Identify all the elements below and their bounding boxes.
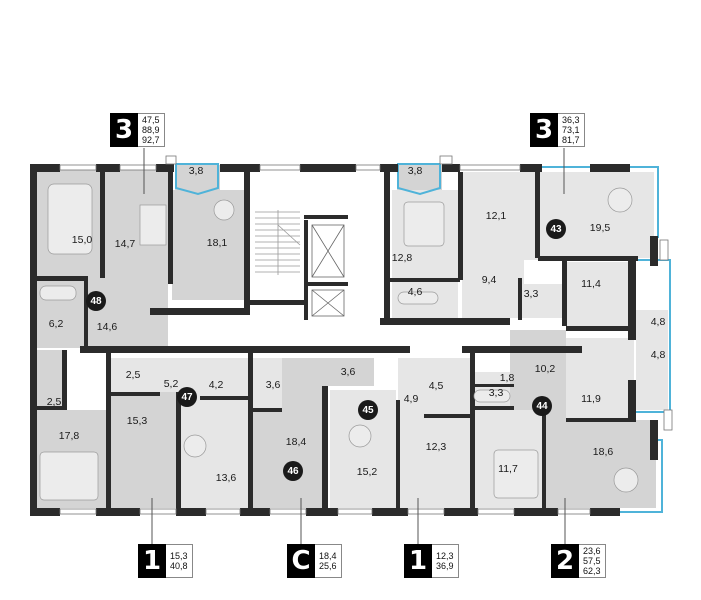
- room-area-label: 12,1: [486, 210, 507, 222]
- apartment-badge-44[interactable]: 44: [532, 396, 552, 416]
- area-value: 23,6: [583, 546, 601, 556]
- room-count-label: 3: [110, 113, 138, 147]
- leader-lines: [143, 148, 566, 544]
- room-area-label: 14,6: [97, 321, 118, 333]
- room-area-label: 1,8: [500, 372, 515, 384]
- elevators: [311, 224, 345, 317]
- area-value: 73,1: [562, 125, 580, 135]
- apartment-badge-circle: [283, 461, 303, 481]
- apartment-badge-46[interactable]: 46: [283, 461, 303, 481]
- room-area-label: 4,6: [408, 286, 423, 298]
- stairwell: [255, 210, 301, 275]
- room-area-label: 18,4: [286, 436, 307, 448]
- apartment-number: 43: [550, 224, 562, 235]
- room-count-label: 2: [551, 544, 579, 578]
- room-area-label: 4,9: [404, 393, 419, 405]
- area-value: 36,3: [562, 115, 580, 125]
- apartment-number: 46: [287, 466, 299, 477]
- apartment-badge-47[interactable]: 47: [177, 387, 197, 407]
- room-area-label: 11,7: [498, 463, 518, 475]
- room-fills: [36, 165, 668, 508]
- apartment-number: 47: [181, 392, 193, 403]
- room-area-label: 10,2: [535, 363, 556, 375]
- room-area-label: 4,5: [429, 380, 444, 392]
- room-area-label: 3,8: [408, 165, 423, 177]
- area-value: 15,3: [170, 551, 188, 561]
- apartment-number: 45: [362, 405, 374, 416]
- room-area-label: 3,6: [341, 366, 356, 378]
- apartment-badge-circle: [546, 219, 566, 239]
- room-area-label: 17,8: [59, 430, 80, 442]
- room-area-label: 5,2: [164, 378, 179, 390]
- room-area-label: 2,5: [126, 369, 141, 381]
- room-area-label: 18,6: [593, 446, 614, 458]
- area-value: 62,3: [583, 566, 601, 576]
- area-value: 12,3: [436, 551, 454, 561]
- room-area-label: 18,1: [207, 237, 228, 249]
- room-area-labels: 15,0 14,7 3,8 18,1 6,2 14,6 2,5 5,2 4,2 2,5 17,8 15…: [47, 165, 666, 484]
- room-area-label: 9,4: [482, 274, 497, 286]
- room-area-label: 4,8: [651, 316, 666, 328]
- room-area-label: 3,6: [266, 379, 281, 391]
- area-value: 40,8: [170, 561, 188, 571]
- apartment-badge-43[interactable]: 43: [546, 219, 566, 239]
- furniture: [39, 183, 639, 501]
- apartment-badge-circle: [532, 396, 552, 416]
- area-value: 92,7: [142, 135, 160, 145]
- room-area-label: 4,8: [651, 349, 666, 361]
- apartment-badges: 48 43 47 46 45 44: [86, 219, 566, 481]
- room-area-label: 3,3: [489, 387, 504, 399]
- area-value: 36,9: [436, 561, 454, 571]
- room-area-label: 15,3: [127, 415, 148, 427]
- room-area-label: 12,8: [392, 252, 413, 264]
- room-area-label: 15,2: [357, 466, 378, 478]
- apartment-badge-45[interactable]: 45: [358, 400, 378, 420]
- walls: [30, 164, 658, 516]
- area-value: 25,6: [319, 561, 337, 571]
- room-area-label: 13,6: [216, 472, 237, 484]
- apartment-badge-circle: [358, 400, 378, 420]
- room-area-label: 6,2: [49, 318, 64, 330]
- windows: [59, 155, 673, 515]
- room-area-label: 2,5: [47, 396, 62, 408]
- apartment-number: 48: [90, 296, 102, 307]
- room-count-label: 1: [138, 544, 166, 578]
- room-area-label: 4,2: [209, 379, 224, 391]
- area-value: 18,4: [319, 551, 337, 561]
- room-count-label: С: [287, 544, 315, 578]
- area-value: 57,5: [583, 556, 601, 566]
- area-value: 81,7: [562, 135, 580, 145]
- room-area-label: 11,4: [581, 278, 601, 290]
- room-area-label: 3,3: [524, 288, 539, 300]
- apartment-badge-circle: [177, 387, 197, 407]
- apartment-number: 44: [536, 401, 548, 412]
- room-count-label: 1: [404, 544, 432, 578]
- room-area-label: 3,8: [189, 165, 204, 177]
- apartment-badge-circle: [86, 291, 106, 311]
- area-value: 88,9: [142, 125, 160, 135]
- room-area-label: 14,7: [115, 238, 136, 250]
- room-area-label: 15,0: [72, 234, 93, 246]
- apartment-badge-48[interactable]: 48: [86, 291, 106, 311]
- room-area-label: 12,3: [426, 441, 447, 453]
- area-value: 47,5: [142, 115, 160, 125]
- room-area-label: 11,9: [581, 393, 601, 405]
- room-count-label: 3: [530, 113, 558, 147]
- room-area-label: 19,5: [590, 222, 611, 234]
